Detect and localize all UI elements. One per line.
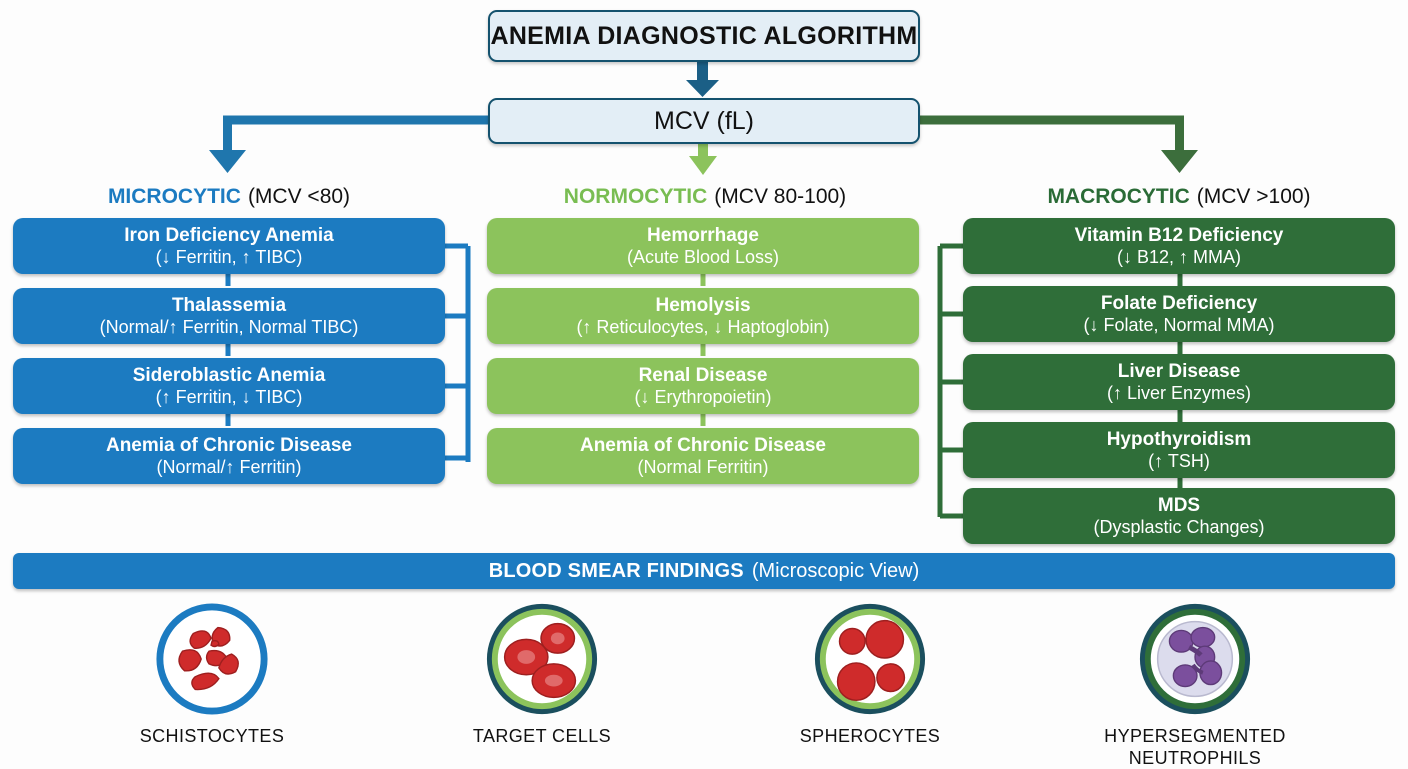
target-cells-icon [486, 603, 598, 715]
dx-detail: (Normal/↑ Ferritin, Normal TIBC) [99, 316, 359, 337]
dx-detail: (↑ Liver Enzymes) [1106, 382, 1252, 403]
banner-title: BLOOD SMEAR FINDINGS [488, 559, 744, 582]
column-header-microcytic-range: (MCV <80) [247, 185, 351, 208]
column-header-macrocytic-range: (MCV >100) [1196, 185, 1311, 208]
mcv-node: MCV (fL) [488, 98, 920, 144]
dx-box-thalassemia[interactable]: Thalassemia (Normal/↑ Ferritin, Normal T… [13, 288, 445, 344]
dx-title: Hemorrhage [647, 225, 759, 247]
page-title: ANEMIA DIAGNOSTIC ALGORITHM [488, 10, 920, 62]
dx-title: MDS [1157, 495, 1201, 517]
dx-box-liver-disease[interactable]: Liver Disease (↑ Liver Enzymes) [963, 354, 1395, 410]
dx-detail: (Normal/↑ Ferritin) [156, 456, 302, 477]
dx-box-vitamin-b12-deficiency[interactable]: Vitamin B12 Deficiency (↓ B12, ↑ MMA) [963, 218, 1395, 274]
smear-label: TARGET CELLS [472, 726, 612, 746]
smear-item-spherocytes[interactable]: SPHEROCYTES [750, 600, 990, 748]
column-header-normocytic: NORMOCYTIC (MCV 80-100) [470, 184, 940, 210]
mcv-node-text: MCV (fL) [654, 106, 754, 135]
dx-box-anemia-of-chronic-disease-normo[interactable]: Anemia of Chronic Disease (Normal Ferrit… [487, 428, 919, 484]
dx-box-renal-disease[interactable]: Renal Disease (↓ Erythropoietin) [487, 358, 919, 414]
hypersegmented-neutrophils-icon [1139, 603, 1251, 715]
dx-box-anemia-of-chronic-disease-micro[interactable]: Anemia of Chronic Disease (Normal/↑ Ferr… [13, 428, 445, 484]
schistocytes-icon [156, 603, 268, 715]
dx-title: Liver Disease [1117, 361, 1241, 383]
dx-box-iron-deficiency-anemia[interactable]: Iron Deficiency Anemia (↓ Ferritin, ↑ TI… [13, 218, 445, 274]
banner-subtitle: (Microscopic View) [751, 559, 920, 582]
dx-detail: (Acute Blood Loss) [626, 246, 780, 267]
arrow-title-to-mcv [686, 62, 719, 97]
smear-item-target-cells[interactable]: TARGET CELLS [422, 600, 662, 748]
dx-title: Sideroblastic Anemia [132, 365, 326, 387]
dx-title: Hypothyroidism [1106, 429, 1252, 451]
dx-box-hemolysis[interactable]: Hemolysis (↑ Reticulocytes, ↓ Haptoglobi… [487, 288, 919, 344]
dx-title: Hemolysis [655, 295, 751, 317]
dx-title: Thalassemia [171, 295, 287, 317]
dx-detail: (↓ B12, ↑ MMA) [1116, 246, 1241, 267]
branch-microcytic [209, 115, 488, 173]
smear-label: SCHISTOCYTES [139, 726, 285, 746]
column-header-macrocytic-strong: MACROCYTIC [1047, 185, 1190, 208]
dx-detail: (↓ Ferritin, ↑ TIBC) [155, 246, 303, 267]
column-header-normocytic-strong: NORMOCYTIC [563, 185, 708, 208]
dx-detail: (↓ Erythropoietin) [634, 386, 772, 407]
dx-detail: (↑ TSH) [1148, 450, 1210, 471]
dx-detail: (Dysplastic Changes) [1093, 516, 1265, 537]
smear-label: SPHEROCYTES [799, 726, 941, 746]
dx-detail: (↓ Folate, Normal MMA) [1083, 314, 1275, 335]
column-header-macrocytic: MACROCYTIC (MCV >100) [950, 184, 1408, 210]
dx-detail: (Normal Ferritin) [637, 456, 769, 477]
smear-item-hypersegmented-neutrophils[interactable]: HYPERSEGMENTED NEUTROPHILS [1075, 600, 1315, 769]
dx-title: Iron Deficiency Anemia [124, 225, 334, 247]
dx-title: Renal Disease [638, 365, 768, 387]
branch-macrocytic [920, 115, 1198, 173]
smear-label: HYPERSEGMENTED NEUTROPHILS [1104, 726, 1286, 768]
dx-title: Anemia of Chronic Disease [105, 435, 353, 457]
page-title-text: ANEMIA DIAGNOSTIC ALGORITHM [490, 21, 918, 50]
column-header-normocytic-range: (MCV 80-100) [714, 185, 847, 208]
bracket-microcytic [441, 243, 471, 462]
dx-box-hemorrhage[interactable]: Hemorrhage (Acute Blood Loss) [487, 218, 919, 274]
dx-box-hypothyroidism[interactable]: Hypothyroidism (↑ TSH) [963, 422, 1395, 478]
dx-box-mds[interactable]: MDS (Dysplastic Changes) [963, 488, 1395, 544]
dx-detail: (↑ Ferritin, ↓ TIBC) [155, 386, 303, 407]
branch-normocytic [689, 144, 717, 175]
dx-detail: (↑ Reticulocytes, ↓ Haptoglobin) [576, 316, 830, 337]
blood-smear-findings-banner: BLOOD SMEAR FINDINGS (Microscopic View) [13, 553, 1395, 589]
column-header-microcytic: MICROCYTIC (MCV <80) [0, 184, 458, 210]
spherocytes-icon [814, 603, 926, 715]
dx-title: Folate Deficiency [1100, 293, 1258, 315]
dx-box-folate-deficiency[interactable]: Folate Deficiency (↓ Folate, Normal MMA) [963, 286, 1395, 342]
dx-title: Anemia of Chronic Disease [579, 435, 827, 457]
dx-title: Vitamin B12 Deficiency [1074, 225, 1284, 247]
smear-item-schistocytes[interactable]: SCHISTOCYTES [92, 600, 332, 748]
column-header-microcytic-strong: MICROCYTIC [107, 185, 241, 208]
dx-box-sideroblastic-anemia[interactable]: Sideroblastic Anemia (↑ Ferritin, ↓ TIBC… [13, 358, 445, 414]
